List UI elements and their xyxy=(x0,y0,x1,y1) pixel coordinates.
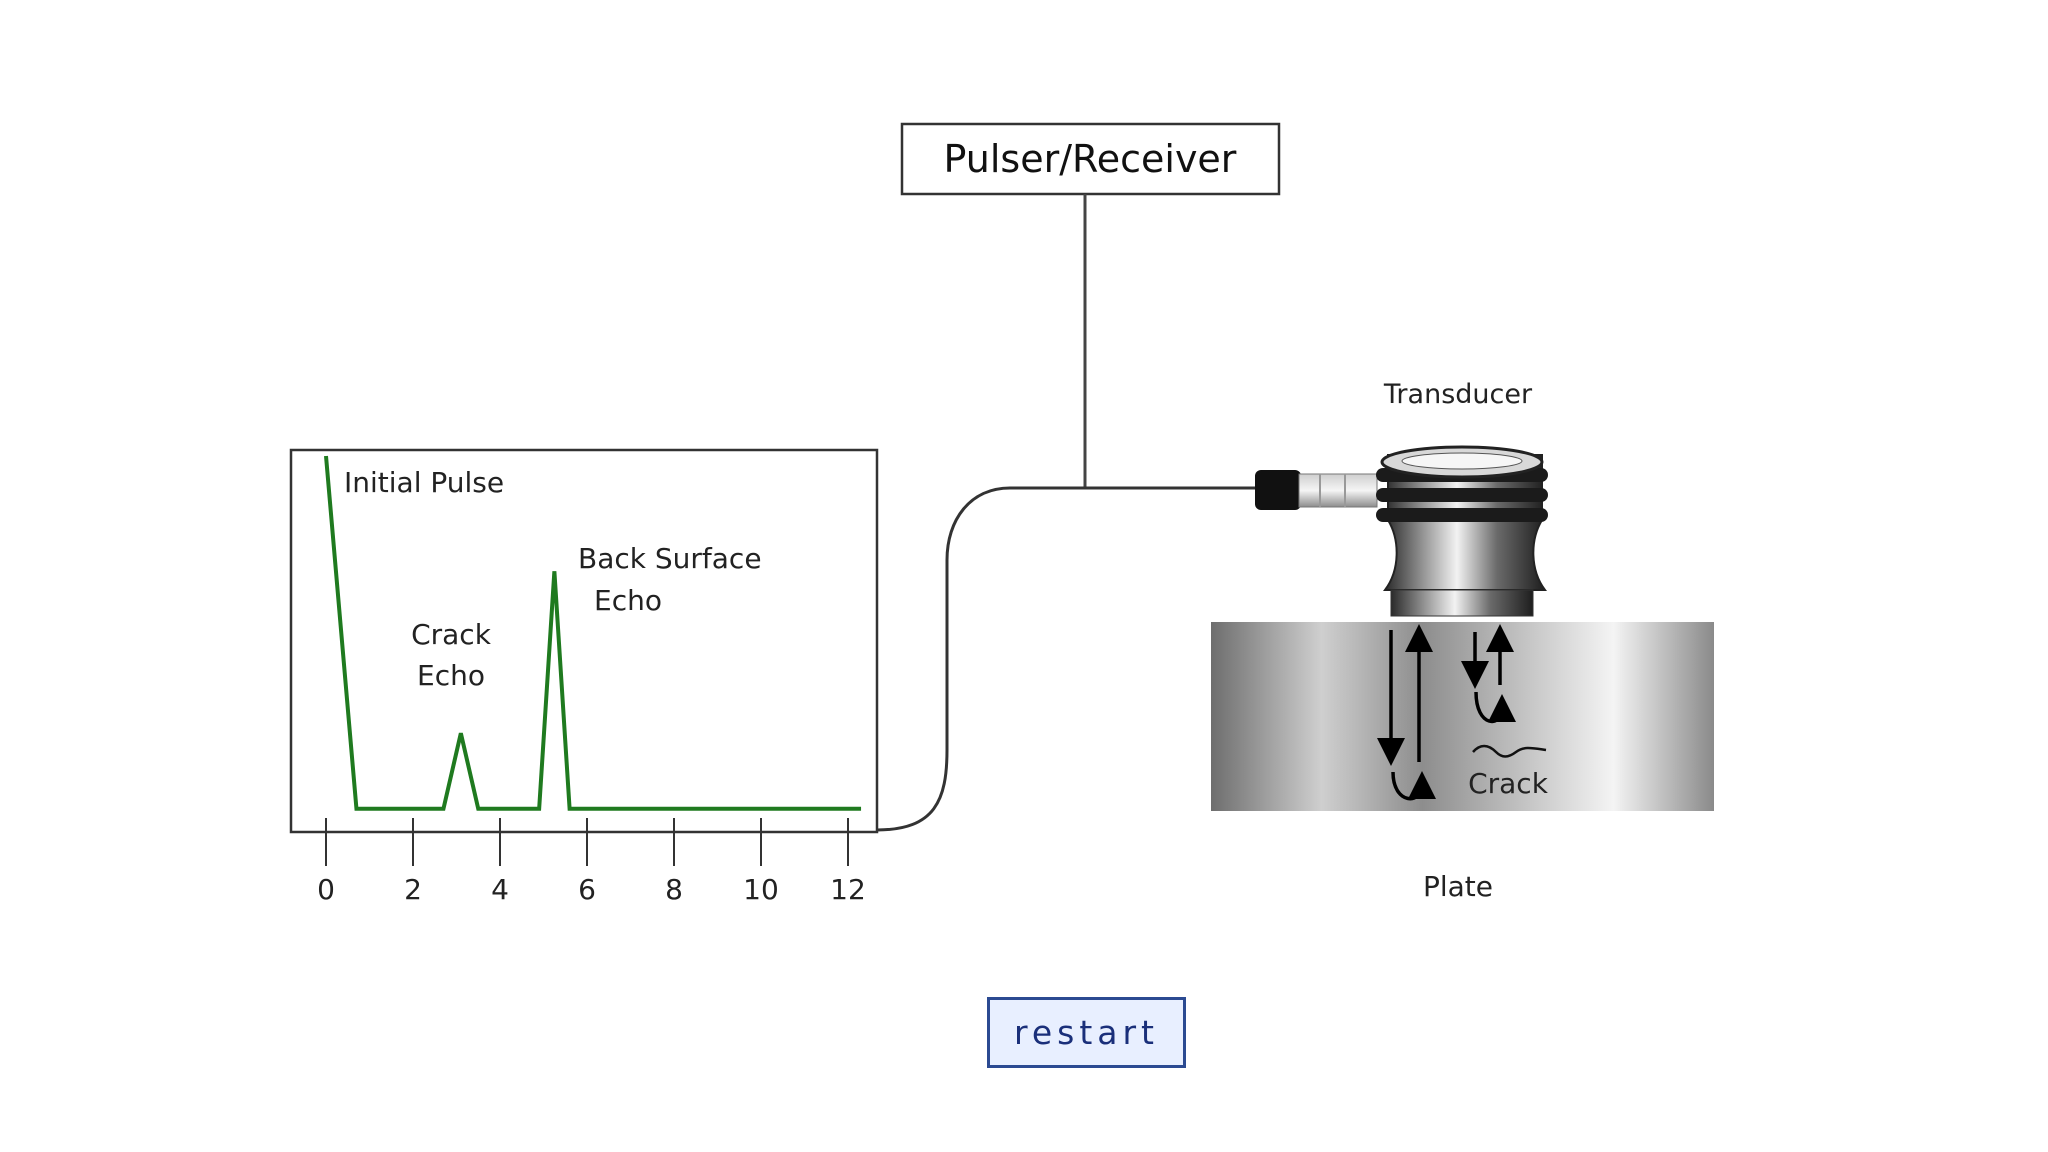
scope-frame xyxy=(289,448,879,834)
transducer-connector-cap xyxy=(1255,470,1301,510)
tick-label: 8 xyxy=(665,873,683,906)
tick-label: 10 xyxy=(743,873,779,906)
time-axis: 0 2 4 6 8 10 12 xyxy=(317,818,866,906)
initial-pulse-label: Initial Pulse xyxy=(344,466,504,499)
transducer-base xyxy=(1390,589,1534,617)
transducer-label: Transducer xyxy=(1383,379,1533,410)
tick-label: 12 xyxy=(830,873,866,906)
oscilloscope-display: 0 2 4 6 8 10 12 Initial Pulse Crack Echo Back … xyxy=(289,448,879,906)
plate-label: Plate xyxy=(1423,870,1493,903)
tick-label: 2 xyxy=(404,873,422,906)
signal-trace-layer xyxy=(324,455,862,811)
back-surface-echo-label-line1: Back Surface xyxy=(578,542,762,575)
wave-arrows xyxy=(1377,624,1516,801)
crack-label: Crack xyxy=(1468,767,1549,800)
tick-label: 4 xyxy=(491,873,509,906)
pulser-receiver-box: Pulser/Receiver xyxy=(900,122,1281,196)
transducer xyxy=(1255,445,1548,617)
tick-label: 0 xyxy=(317,873,335,906)
signal-trace-line xyxy=(324,455,862,811)
reflect-arrow-icon xyxy=(1474,691,1516,724)
crack-mark xyxy=(1472,744,1547,758)
reflect-arrow-icon xyxy=(1391,771,1436,801)
crack-echo-label-line1: Crack xyxy=(411,618,492,651)
crack-echo-label-line2: Echo xyxy=(417,659,485,692)
restart-button[interactable]: restart xyxy=(987,997,1186,1068)
pulser-receiver-label: Pulser/Receiver xyxy=(944,137,1237,181)
plate xyxy=(1211,622,1714,811)
transducer-cable xyxy=(876,486,1262,832)
transducer-connector xyxy=(1298,473,1378,508)
tick-label: 6 xyxy=(578,873,596,906)
back-surface-echo-label-line2: Echo xyxy=(594,584,662,617)
